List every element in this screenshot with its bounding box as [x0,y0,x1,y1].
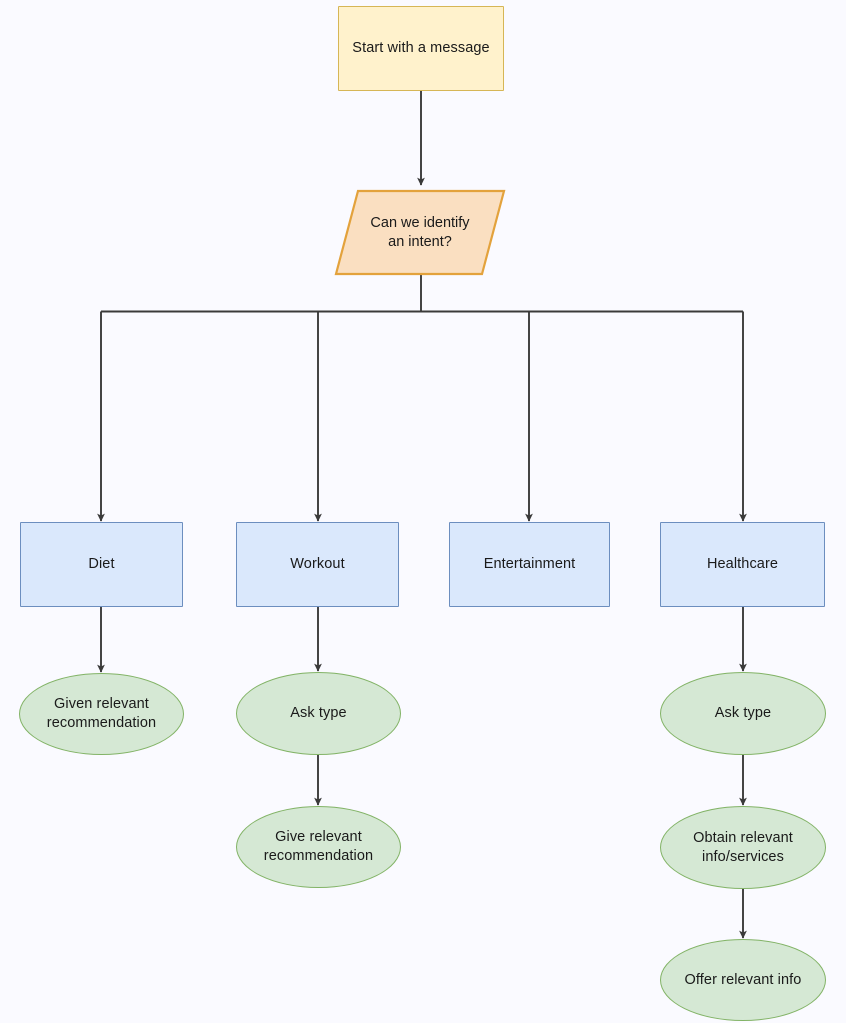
node-diet[interactable]: Diet [20,522,183,607]
decision-parallelogram-shape [334,189,506,276]
node-start[interactable]: Start with a message [338,6,504,91]
node-healthcare-obtain-info[interactable]: Obtain relevant info/services [660,806,826,889]
node-entertainment-label: Entertainment [483,556,576,573]
node-healthcare-obtain-info-label: Obtain relevant info/services [693,829,793,865]
node-workout-label: Workout [290,556,345,573]
node-diet-label: Diet [88,556,115,573]
node-workout[interactable]: Workout [236,522,399,607]
node-workout-recommendation[interactable]: Give relevant recommendation [236,806,401,888]
node-workout-ask-type[interactable]: Ask type [236,672,401,755]
node-diet-recommendation[interactable]: Given relevant recommendation [19,673,184,755]
node-diet-recommendation-label: Given relevant recommendation [46,696,157,731]
node-healthcare-offer-info[interactable]: Offer relevant info [660,939,826,1021]
node-healthcare-offer-info-label: Offer relevant info [684,971,802,988]
node-healthcare-ask-type-label: Ask type [714,705,772,722]
node-healthcare-ask-type[interactable]: Ask type [660,672,826,755]
node-healthcare-label: Healthcare [706,556,779,573]
node-workout-ask-type-label: Ask type [290,705,347,722]
node-decision-label: Can we identify an intent? [370,214,470,250]
node-healthcare[interactable]: Healthcare [660,522,825,607]
node-workout-recommendation-label: Give relevant recommendation [263,829,374,864]
node-entertainment[interactable]: Entertainment [449,522,610,607]
node-decision[interactable]: Can we identify an intent? [334,189,506,276]
node-start-label: Start with a message [352,40,490,57]
